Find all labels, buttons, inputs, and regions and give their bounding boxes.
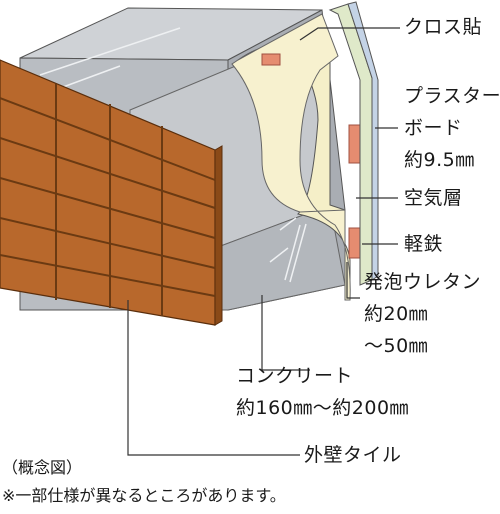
label-plaster-2: ボード <box>404 117 463 139</box>
label-plaster-3: 約9.5㎜ <box>404 149 475 171</box>
label-cloth: クロス貼 <box>404 16 483 38</box>
light-steel-mid <box>348 124 362 164</box>
exterior-tile-edge <box>214 145 223 326</box>
label-light-steel: 軽鉄 <box>404 233 444 255</box>
footnote-note: ※一部仕様が異なるところがあります。 <box>2 486 286 505</box>
label-urethane-3: ～50㎜ <box>364 335 429 357</box>
label-urethane-1: 発泡ウレタン <box>364 271 482 293</box>
footnote-concept: （概念図） <box>2 458 83 477</box>
label-urethane-2: 約20㎜ <box>364 303 429 325</box>
light-steel-top <box>261 53 281 66</box>
label-plaster-1: プラスター <box>404 85 500 107</box>
concrete-texture-lines <box>39 27 307 283</box>
label-concrete-1: コンクリート <box>236 365 354 387</box>
label-exterior-tile: 外壁タイル <box>304 444 402 466</box>
label-air-layer: 空気層 <box>404 187 463 209</box>
urethane-foam-front <box>231 13 351 301</box>
tile-grid <box>0 84 216 316</box>
light-steel-bottom <box>348 227 362 259</box>
leader-lines <box>127 27 400 456</box>
cloth-layer <box>347 1 379 281</box>
label-concrete-2: 約160㎜～約200㎜ <box>236 397 410 419</box>
